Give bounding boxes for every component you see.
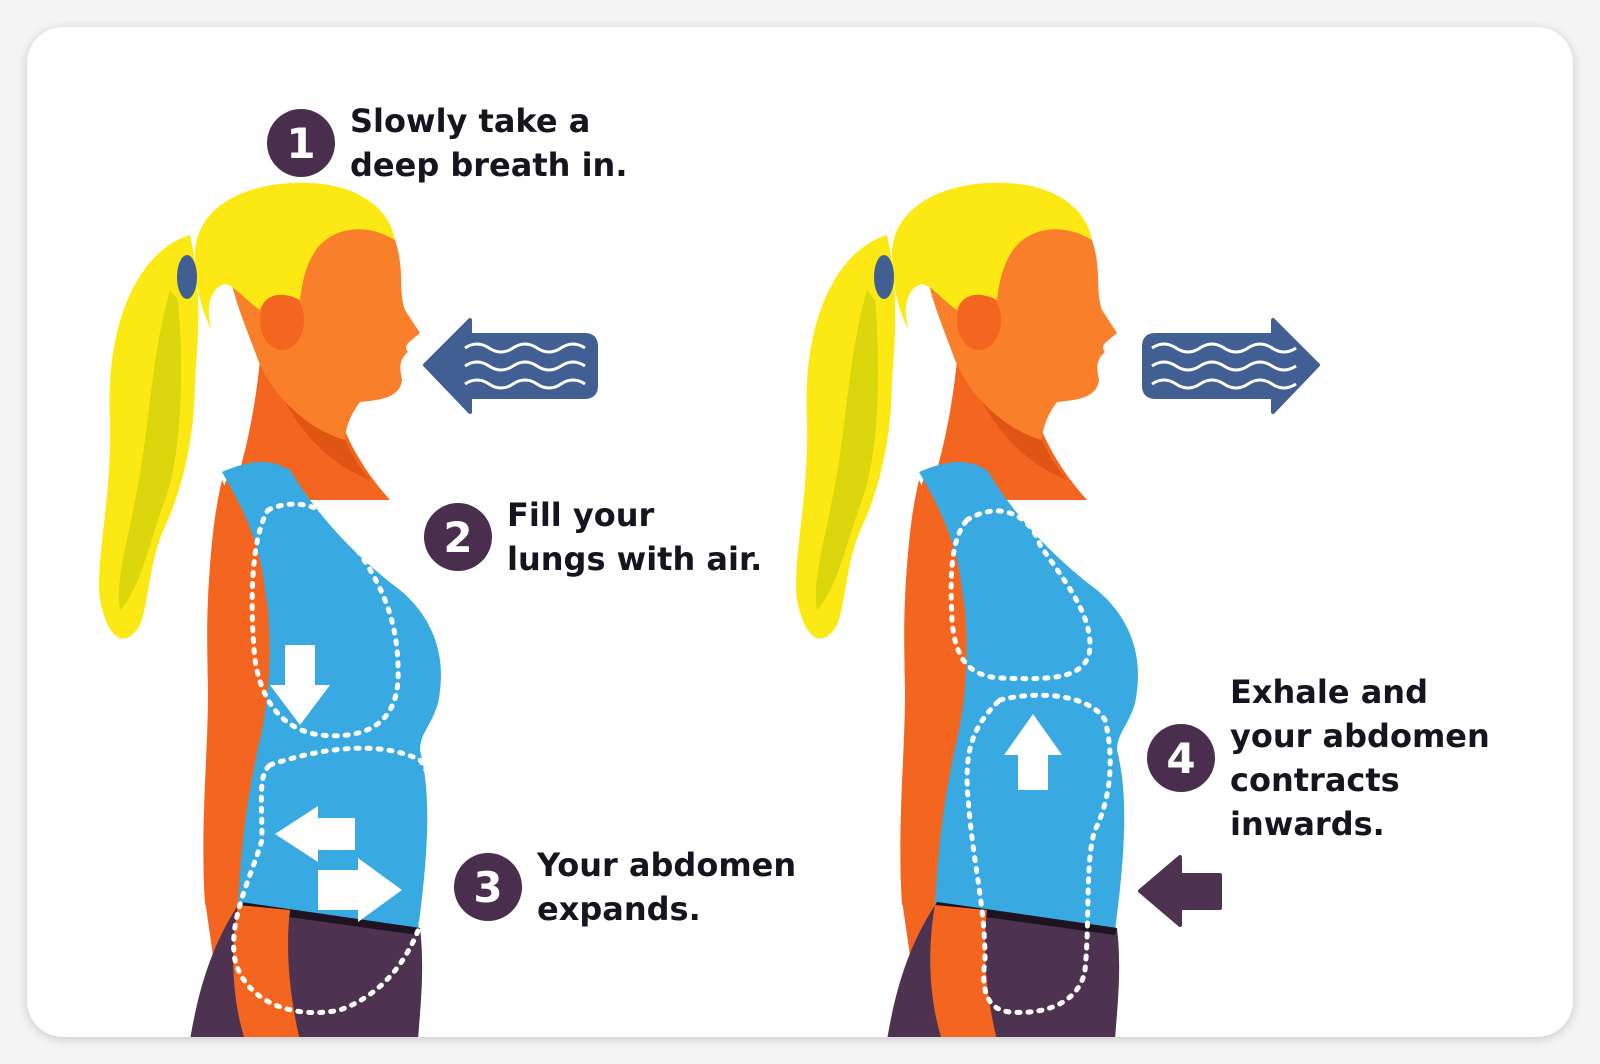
arrow-left-icon bbox=[275, 806, 355, 862]
step-2-text: Fill your lungs with air. bbox=[507, 496, 763, 578]
step-1: 1 Slowly take a deep breath in. bbox=[267, 99, 627, 187]
arrow-left-wavy-icon bbox=[423, 318, 598, 414]
diagram-card: 1 Slowly take a deep breath in. 2 Fill y… bbox=[27, 27, 1573, 1037]
step-3-text: Your abdomen expands. bbox=[537, 846, 797, 928]
arrow-up-icon bbox=[1004, 714, 1062, 790]
step-1-badge: 1 bbox=[267, 109, 335, 177]
step-2-badge: 2 bbox=[424, 503, 492, 571]
arrow-right-wavy-icon bbox=[1142, 318, 1320, 414]
step-4: 4 Exhale and your abdomen contracts inwa… bbox=[1147, 670, 1490, 846]
arrow-down-icon bbox=[270, 645, 330, 725]
arrow-left-contract-icon bbox=[1138, 855, 1222, 927]
lungs-outline bbox=[249, 501, 401, 739]
breathing-illustration bbox=[99, 182, 1320, 1037]
step-4-text: Exhale and your abdomen contracts inward… bbox=[1230, 673, 1490, 843]
step-2: 2 Fill your lungs with air. bbox=[424, 493, 762, 581]
step-3-badge: 3 bbox=[454, 853, 522, 921]
step-1-text: Slowly take a deep breath in. bbox=[350, 102, 628, 184]
lungs-outline-right bbox=[948, 508, 1093, 682]
exhale-figure bbox=[796, 182, 1138, 1037]
arrow-right-icon bbox=[318, 858, 402, 922]
abdomen-outline bbox=[231, 745, 440, 1016]
abdomen-outline-right bbox=[964, 692, 1113, 1015]
step-3: 3 Your abdomen expands. bbox=[454, 843, 796, 931]
step-4-badge: 4 bbox=[1147, 724, 1215, 792]
